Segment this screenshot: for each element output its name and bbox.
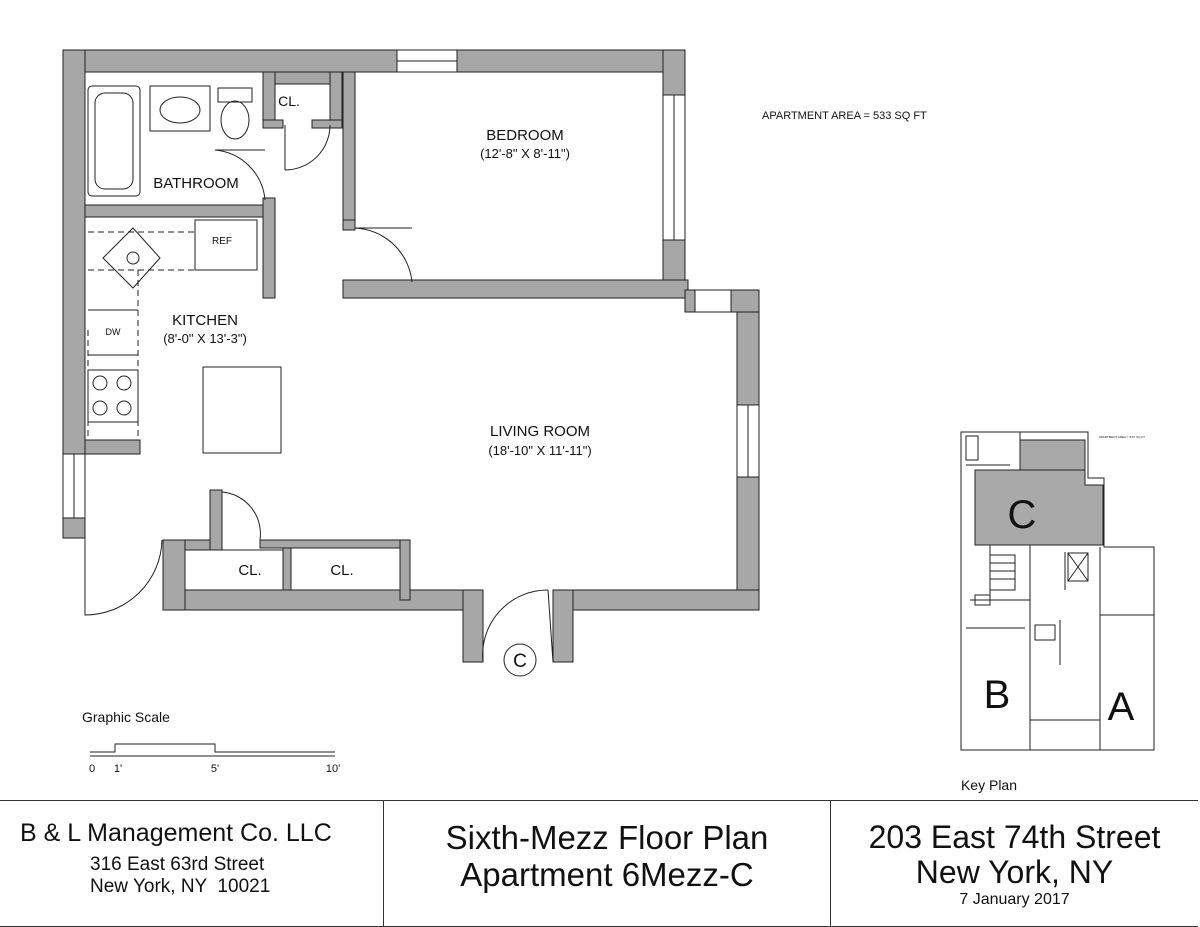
property-street: 203 East 74th Street xyxy=(868,819,1161,855)
scale-tick-10: 10' xyxy=(326,763,340,775)
kitchen-fixtures xyxy=(87,219,282,454)
bathroom-name: BATHROOM xyxy=(153,175,239,192)
company-city: New York, NY 10021 xyxy=(90,876,271,897)
apartment-area-note: APARTMENT AREA = 533 SQ FT xyxy=(762,110,927,122)
closet-label-1: CL. xyxy=(238,562,261,579)
property-address-info: 203 East 74th Street New York, NY 7 Janu… xyxy=(830,801,1198,926)
entry-marker-letter: C xyxy=(513,651,527,672)
key-plan-unit-b: B xyxy=(984,673,1011,717)
entry-marker: C xyxy=(503,643,537,677)
kitchen-name: KITCHEN xyxy=(172,312,238,329)
company-info: B & L Management Co. LLC 316 East 63rd S… xyxy=(0,801,383,926)
company-street: 316 East 63rd Street xyxy=(90,854,265,875)
apartment-title: Apartment 6Mezz-C xyxy=(460,856,754,893)
key-plan: C B A APARTMENT AREA = XXX SQ FT xyxy=(960,431,1155,751)
graphic-scale: Graphic Scale 0 1' 5' 10' xyxy=(82,709,340,775)
bathroom-fixtures xyxy=(87,85,253,197)
bedroom-name: BEDROOM xyxy=(486,127,564,144)
floor-plan-title: Sixth-Mezz Floor Plan xyxy=(445,819,769,856)
apartment-walls xyxy=(62,49,760,663)
dw-label: DW xyxy=(106,327,121,337)
living-room-name: LIVING ROOM xyxy=(490,423,590,440)
living-room-size: (18'-10" X 11'-11") xyxy=(488,443,591,458)
scale-tick-1: 1' xyxy=(114,763,122,775)
floor-plan-drawing: APARTMENT AREA = 533 SQ FT BEDROOM (12'-… xyxy=(62,49,1155,793)
title-block: B & L Management Co. LLC 316 East 63rd S… xyxy=(0,800,1198,927)
graphic-scale-title: Graphic Scale xyxy=(82,709,170,725)
key-plan-title: Key Plan xyxy=(961,777,1017,793)
property-city: New York, NY xyxy=(915,854,1114,890)
key-plan-tiny-note: APARTMENT AREA = XXX SQ FT xyxy=(1099,435,1145,439)
bedroom-size: (12'-8" X 8'-11") xyxy=(480,146,570,161)
key-plan-unit-c: C xyxy=(1008,493,1037,537)
door-swings xyxy=(84,124,554,663)
key-plan-unit-a: A xyxy=(1108,685,1135,729)
scale-tick-5: 5' xyxy=(211,763,219,775)
key-plan-unit-c-highlight xyxy=(974,469,1104,546)
windows xyxy=(62,49,760,519)
ref-label: REF xyxy=(212,236,232,247)
closet-label-bath: CL. xyxy=(278,93,300,109)
plan-title-info: Sixth-Mezz Floor Plan Apartment 6Mezz-C xyxy=(383,801,830,926)
plan-date: 7 January 2017 xyxy=(959,891,1070,908)
closet-rods xyxy=(184,547,401,591)
scale-tick-0: 0 xyxy=(89,763,95,775)
kitchen-size: (8'-0" X 13'-3") xyxy=(163,331,247,346)
company-name: B & L Management Co. LLC xyxy=(20,819,332,847)
closet-label-2: CL. xyxy=(330,562,353,579)
